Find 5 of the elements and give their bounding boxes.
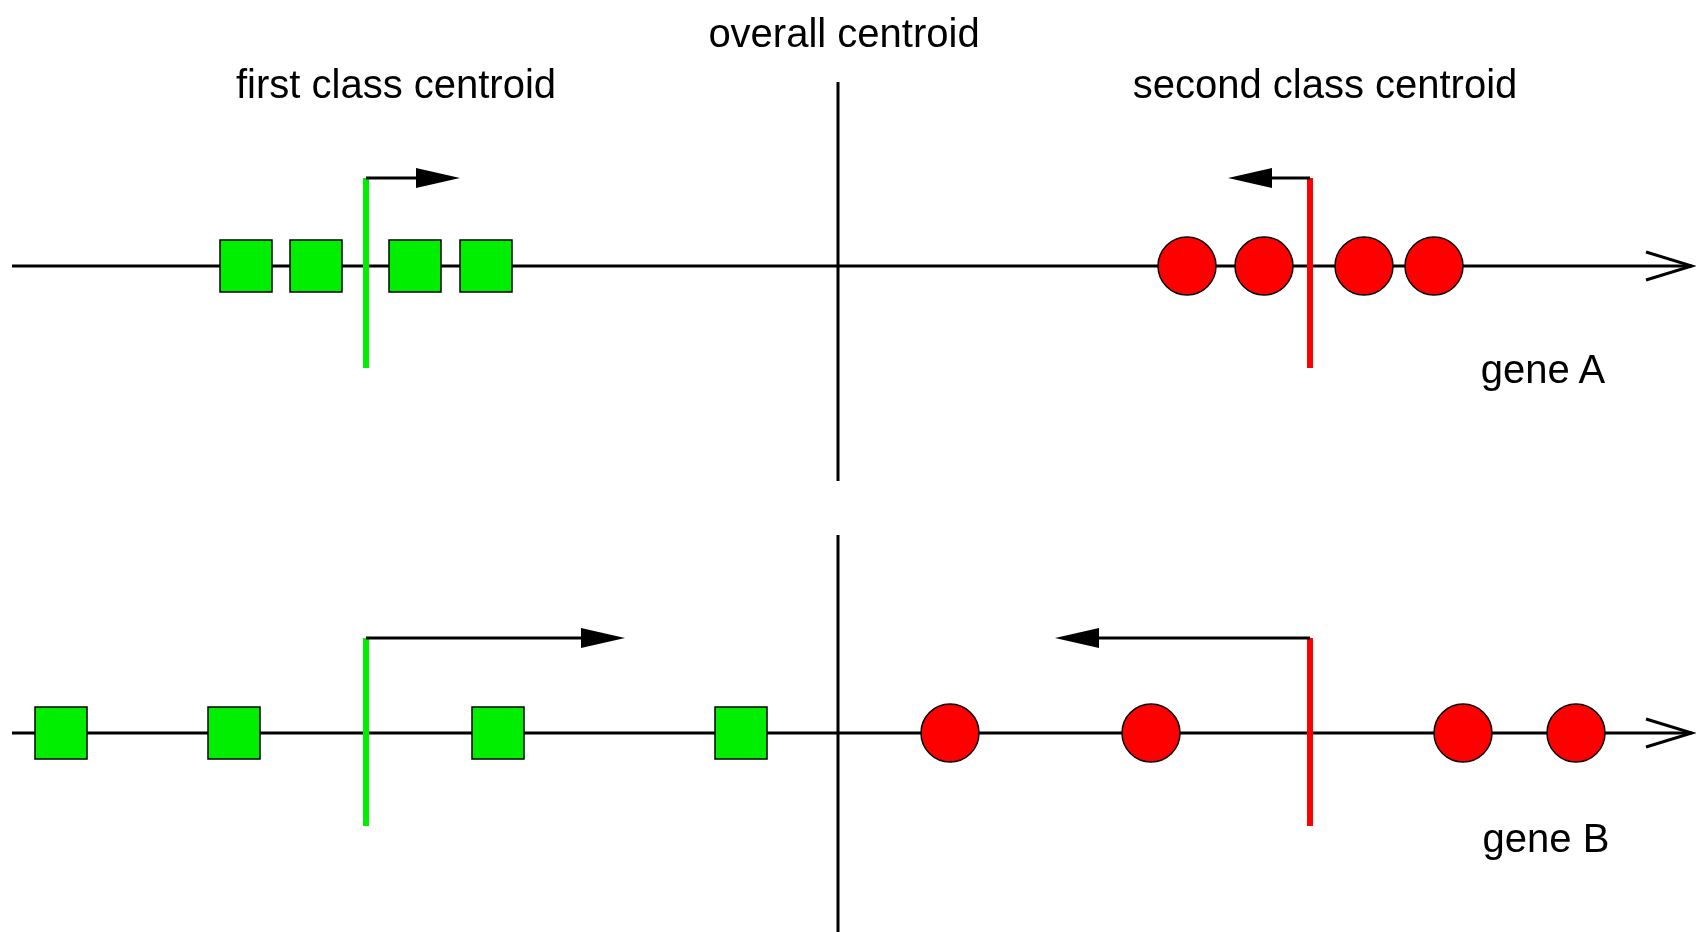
axis-label: overall centroid	[708, 13, 980, 53]
axis-label: gene B	[1482, 818, 1610, 858]
axis-label: second class centroid	[1132, 64, 1518, 104]
axis-label: first class centroid	[235, 64, 557, 104]
axis-label: gene A	[1480, 349, 1606, 389]
